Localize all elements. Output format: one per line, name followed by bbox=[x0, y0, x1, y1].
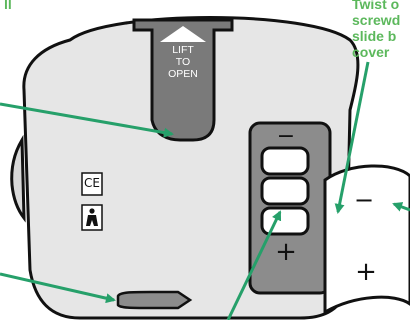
person-icon bbox=[86, 208, 98, 226]
arrow-to-cover-minus bbox=[392, 202, 410, 212]
arrow-to-cover-edge bbox=[334, 61, 370, 214]
bottom-latch[interactable] bbox=[116, 290, 193, 310]
lift-label-line1: LIFT bbox=[172, 44, 194, 56]
battery-minus-sign: − bbox=[276, 124, 296, 149]
lift-tab[interactable] bbox=[132, 18, 234, 142]
lift-label-line3: OPEN bbox=[168, 68, 198, 80]
cover-minus-sign: − bbox=[353, 186, 375, 214]
lift-label-line2: TO bbox=[175, 56, 191, 68]
battery-2 bbox=[260, 176, 310, 206]
ce-mark: CE bbox=[84, 176, 100, 190]
arrow-to-battery bbox=[226, 210, 282, 320]
arrow-to-lift-tab bbox=[0, 102, 174, 138]
callout-top-right: Twist o screwd slide b cover bbox=[352, 0, 401, 60]
cover-plus-sign: + bbox=[355, 257, 377, 287]
lift-arrow-icon bbox=[160, 26, 206, 42]
callout-top-left: ll bbox=[4, 0, 12, 12]
battery-3 bbox=[260, 206, 310, 236]
side-button bbox=[10, 134, 26, 223]
battery-plus-sign: + bbox=[275, 237, 297, 267]
arrow-to-latch bbox=[0, 272, 116, 304]
battery-cover[interactable] bbox=[323, 164, 410, 315]
battery-1 bbox=[260, 146, 310, 176]
ce-mark-box bbox=[81, 172, 103, 196]
